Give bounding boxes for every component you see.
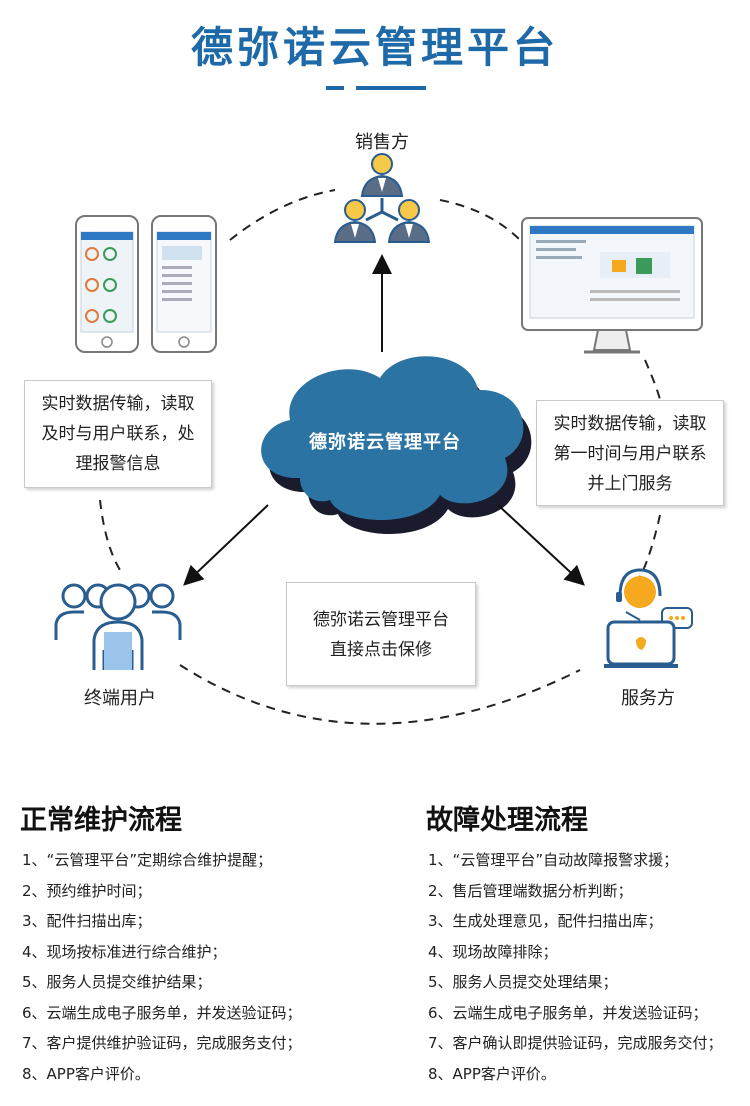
list-item: 8、APP客户评价。 xyxy=(22,1064,150,1083)
list-item: 7、客户确认即提供验证码，完成服务交付； xyxy=(428,1034,723,1052)
list-item: 4、现场故障排除； xyxy=(428,942,558,961)
service-label: 服务方 xyxy=(621,688,675,709)
list-item: 7、客户提供维护验证码，完成服务支付； xyxy=(22,1034,302,1052)
list-item: 2、预约维护时间； xyxy=(22,881,152,900)
list-item: 3、生成处理意见，配件扫描出库； xyxy=(428,912,663,930)
platform-diagram xyxy=(54,153,703,725)
center-box-line: 直接点击保修 xyxy=(330,640,432,660)
cloud-label: 德弥诺云管理平台 xyxy=(309,432,461,453)
left-box-line: 实时数据传输，读取 xyxy=(41,394,195,414)
normal-maintenance-title: 正常维护流程 xyxy=(20,805,182,836)
fault-handling-list: 1、“云管理平台”自动故障报警求援； 2、售后管理端数据分析判断； 3、生成处理… xyxy=(428,845,723,1089)
list-item: 1、“云管理平台”自动故障报警求援； xyxy=(428,851,679,869)
center-info-box: 德弥诺云管理平台 直接点击保修 xyxy=(286,582,476,686)
right-info-box: 实时数据传输，读取 第一时间与用户联系 并上门服务 xyxy=(536,400,724,506)
list-item: 2、售后管理端数据分析判断； xyxy=(428,881,633,900)
monitor-icon xyxy=(521,217,703,354)
right-box-line: 实时数据传输，读取 xyxy=(553,414,707,434)
list-item: 3、配件扫描出库； xyxy=(22,912,152,930)
left-info-box: 实时数据传输，读取 及时与用户联系，处 理报警信息 xyxy=(24,380,212,488)
list-item: 6、云端生成电子服务单，并发送验证码； xyxy=(22,1003,302,1022)
right-box-line: 并上门服务 xyxy=(587,474,673,494)
normal-maintenance-list: 1、“云管理平台”定期综合维护提醒； 2、预约维护时间； 3、配件扫描出库； 4… xyxy=(22,845,302,1089)
list-item: 5、服务人员提交处理结果； xyxy=(428,973,618,991)
left-box-line: 及时与用户联系，处 xyxy=(41,424,195,444)
list-item: 6、云端生成电子服务单，并发送验证码； xyxy=(428,1003,708,1022)
fault-handling-title: 故障处理流程 xyxy=(426,805,588,836)
sales-team-icon xyxy=(333,153,431,243)
end-user-label: 终端用户 xyxy=(84,688,156,709)
list-item: 4、现场按标准进行综合维护； xyxy=(22,942,227,961)
list-item: 5、服务人员提交维护结果； xyxy=(22,973,212,991)
arrows xyxy=(183,254,585,586)
smartphone-icon xyxy=(75,215,217,353)
list-item: 8、APP客户评价。 xyxy=(428,1064,556,1083)
cloud-shape xyxy=(261,356,524,520)
right-box-line: 第一时间与用户联系 xyxy=(553,444,707,464)
list-item: 1、“云管理平台”定期综合维护提醒； xyxy=(22,851,273,869)
customer-service-icon xyxy=(604,568,693,668)
user-group-icon xyxy=(54,583,182,670)
page-title: 德弥诺云管理平台 xyxy=(190,23,559,72)
center-box-line: 德弥诺云管理平台 xyxy=(313,610,449,630)
title-underline xyxy=(326,86,426,90)
seller-label: 销售方 xyxy=(355,132,409,153)
left-box-line: 理报警信息 xyxy=(75,454,161,474)
